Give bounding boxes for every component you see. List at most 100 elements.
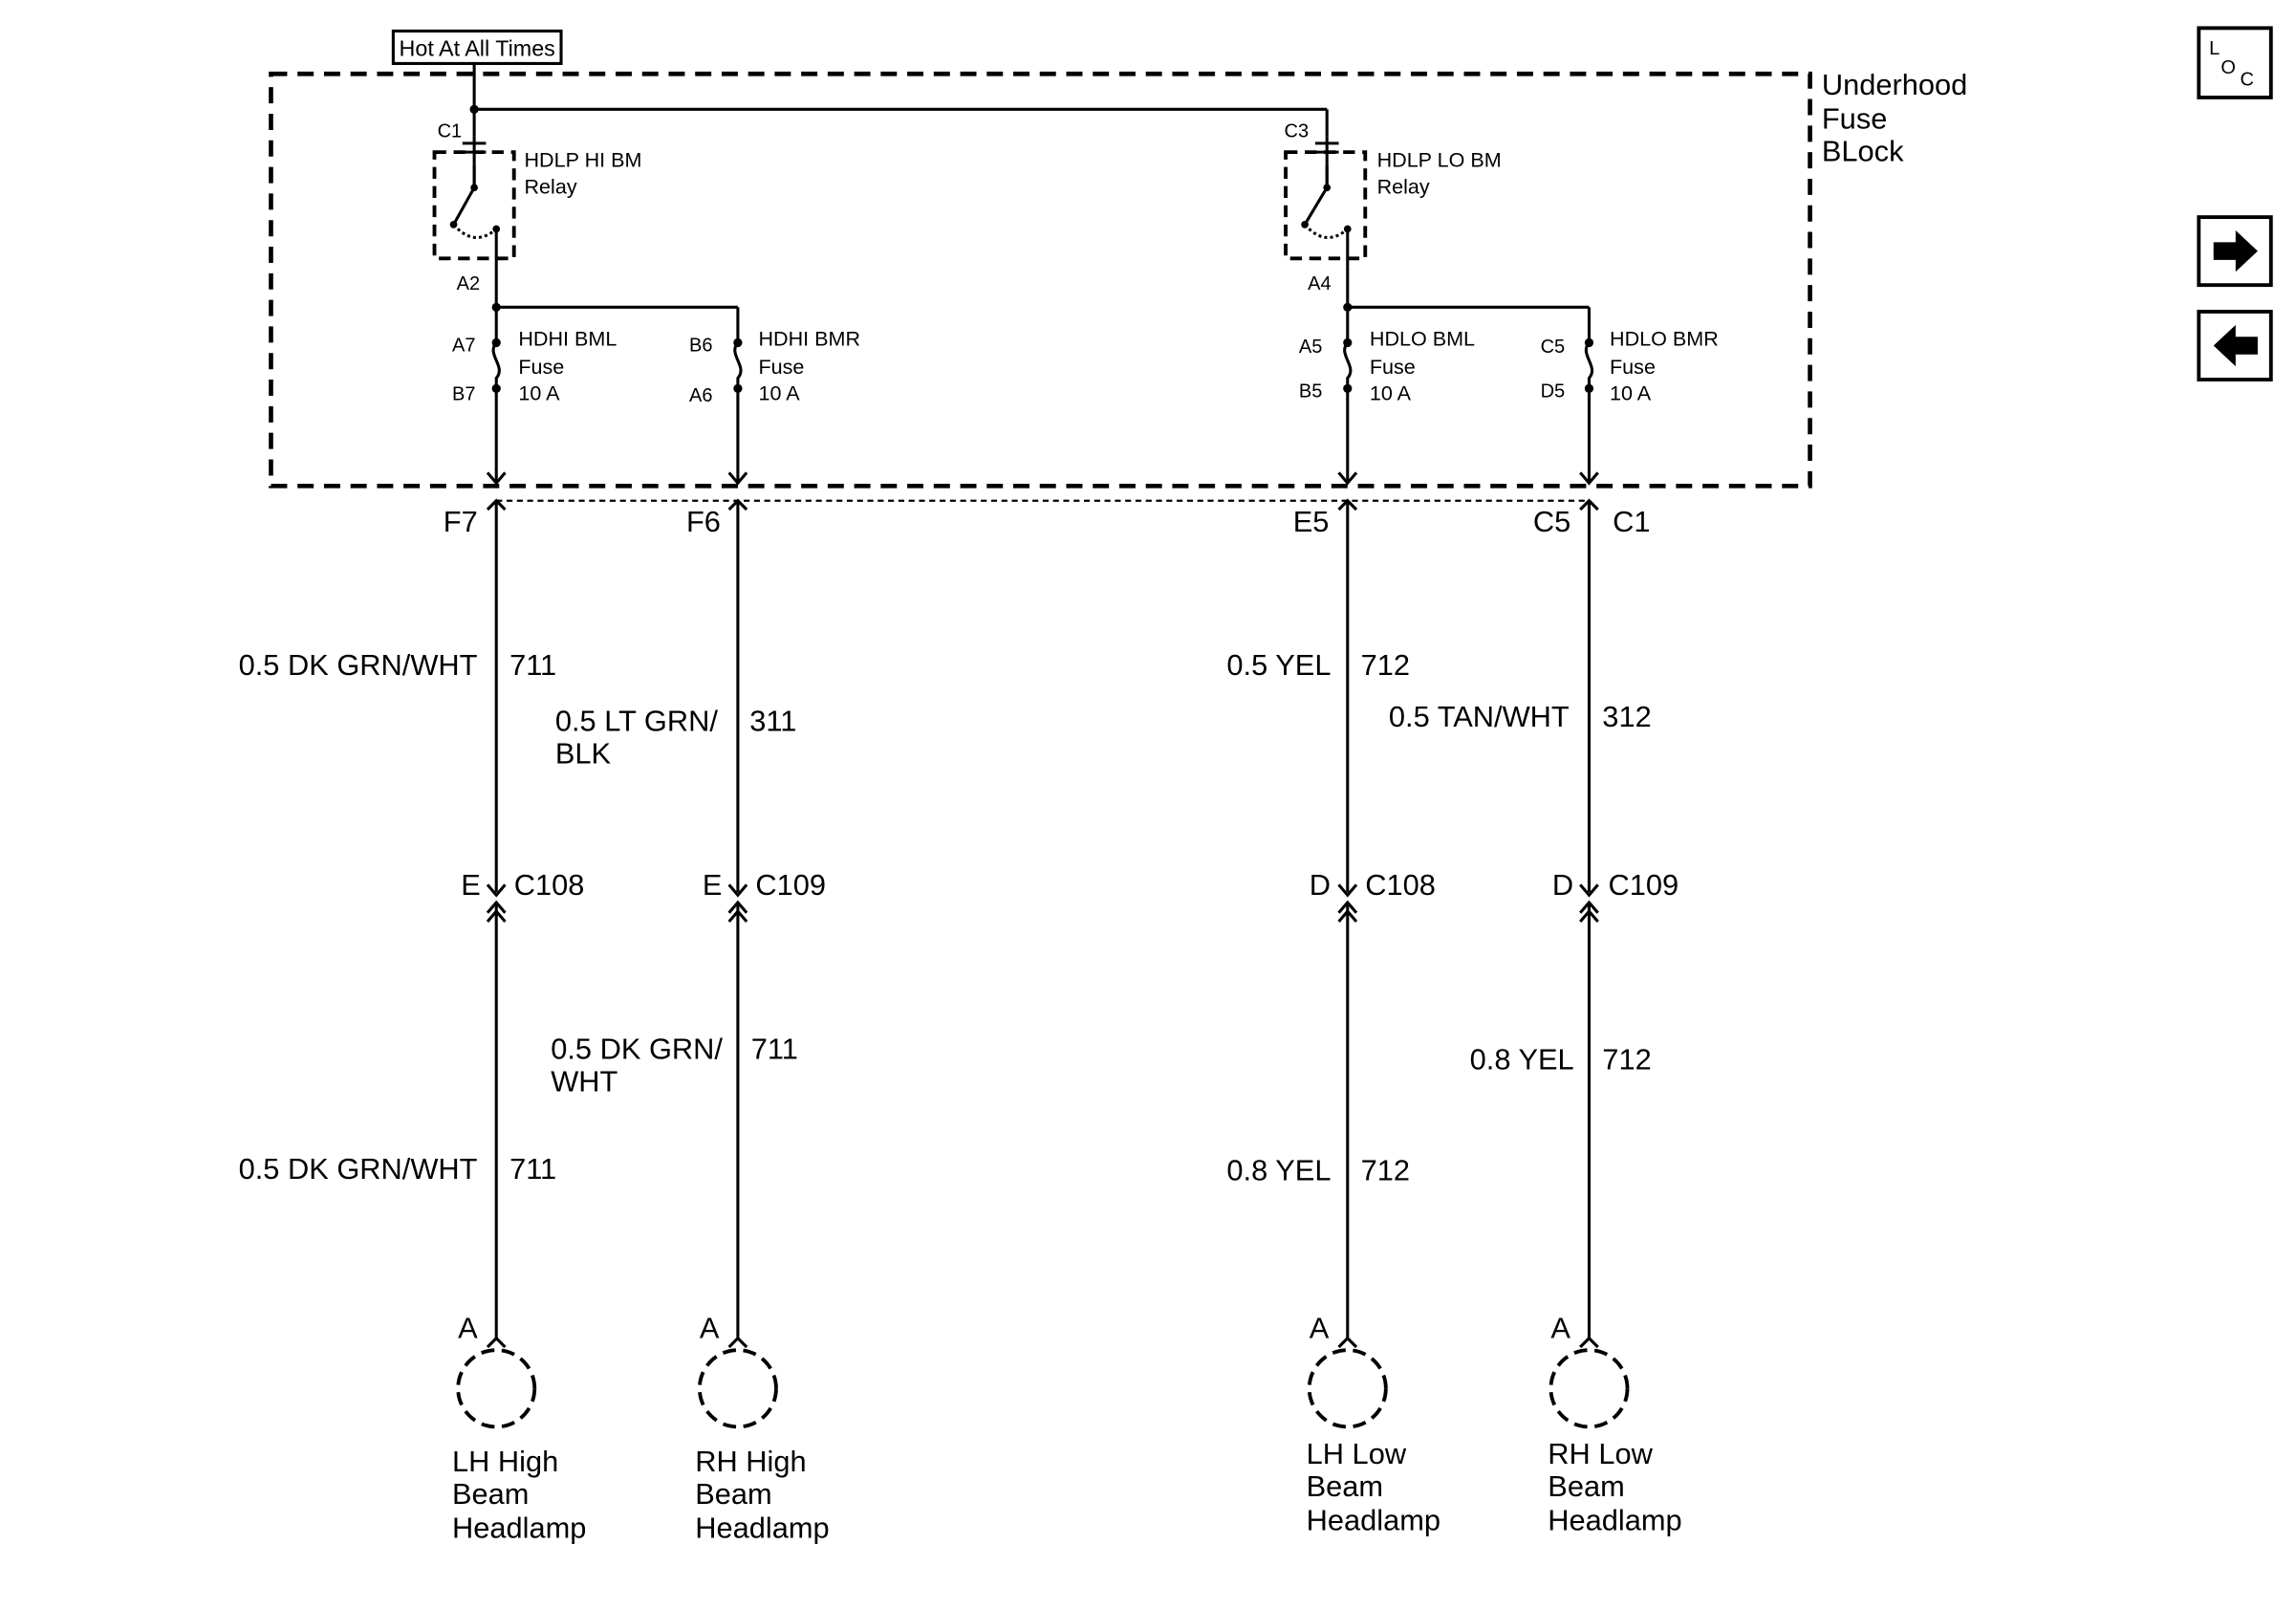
lamp-3-pin: A	[1310, 1312, 1330, 1345]
wire-3-lower-circuit: 712	[1361, 1153, 1410, 1186]
lamp-4-label-2: Beam	[1548, 1469, 1624, 1503]
fuse-hdhi-bmr-pin-bot: A6	[689, 385, 712, 406]
wire-2-lower-color-2: WHT	[551, 1065, 617, 1099]
fuse-hdlo-bmr: C5 D5 HDLO BMR Fuse 10 A	[1541, 326, 1719, 482]
wire-2-upper-circuit: 311	[749, 705, 796, 738]
locator-letter-o: O	[2220, 57, 2236, 78]
fuse-hdlo-bml: A5 B5 HDLO BML Fuse 10 A	[1299, 307, 1475, 482]
wire-1-upper-circuit: 711	[509, 648, 556, 682]
relay-hi-name: HDLP HI BM	[525, 148, 642, 172]
relay-output-wiring	[494, 266, 1591, 343]
fuse-hdhi-bml-pin-top: A7	[452, 336, 475, 357]
wire-2-lower-color-1: 0.5 DK GRN/	[551, 1033, 723, 1066]
lamp-1-label-1: LH High	[452, 1445, 558, 1478]
power-label: Hot At All Times	[400, 36, 555, 61]
locator-button[interactable]: L O C	[2197, 26, 2273, 99]
inline-connector-1-name: C108	[514, 868, 585, 902]
inline-connector-2-pin: E	[703, 868, 723, 902]
fuse-hdlo-bml-pin-top: A5	[1299, 337, 1322, 358]
fuse-hdhi-bmr-rating: 10 A	[758, 381, 800, 405]
lamp-bulbs	[456, 1348, 1630, 1429]
relay-lo-pin-in: C3	[1285, 121, 1310, 142]
fuse-block-label-3: BLock	[1822, 134, 1904, 167]
fuse-hdhi-bmr-name: HDHI BMR	[758, 326, 860, 350]
rh-low-beam-headlamp-symbol	[1549, 1348, 1630, 1429]
lamp-1-label-2: Beam	[452, 1477, 529, 1511]
relay-hi-type: Relay	[525, 174, 577, 198]
fuse-hdhi-bml-name: HDHI BML	[518, 326, 617, 350]
block-connector-name: C1	[1613, 505, 1650, 538]
fuse-hdhi-bml-type: Fuse	[518, 355, 564, 379]
relay-lo: C3 HDLP LO BM Relay A4	[1284, 121, 1502, 294]
fuse-hdlo-bmr-rating: 10 A	[1610, 381, 1652, 405]
block-connector-pin-2: F6	[686, 505, 721, 538]
lh-low-beam-headlamp-symbol	[1307, 1348, 1388, 1429]
fuse-hdlo-bmr-pin-top: C5	[1541, 337, 1566, 358]
block-connector-pin-4: C5	[1533, 505, 1570, 538]
lamp-connector-arrows	[486, 1336, 1599, 1349]
wire-4-lower-circuit: 712	[1602, 1043, 1651, 1077]
inline-connector-4-name: C109	[1608, 868, 1679, 902]
wire-4-lower-color: 0.8 YEL	[1470, 1043, 1574, 1077]
relay-lo-name: HDLP LO BM	[1377, 148, 1502, 172]
lamp-1-label-3: Headlamp	[452, 1511, 586, 1544]
wires	[494, 500, 1591, 1338]
underhood-fuse-block-outline	[269, 71, 1812, 489]
fuse-hdhi-bmr: B6 A6 HDHI BMR Fuse 10 A	[689, 326, 860, 482]
lamp-4-label-1: RH Low	[1548, 1437, 1653, 1470]
inline-connector-3-pin: D	[1310, 868, 1331, 902]
lh-high-beam-headlamp-symbol	[456, 1348, 537, 1429]
right-arrow-icon	[2213, 230, 2258, 272]
lamp-1-pin: A	[458, 1312, 478, 1345]
fuse-block-label-2: Fuse	[1822, 101, 1887, 135]
lamp-4-pin: A	[1550, 1312, 1570, 1345]
fuse-hdhi-bmr-type: Fuse	[758, 355, 804, 379]
fuse-hdhi-bmr-pin-top: B6	[689, 336, 712, 357]
fuse-hdlo-bmr-pin-bot: D5	[1541, 381, 1566, 402]
power-splice	[469, 104, 479, 114]
wire-3-upper-color: 0.5 YEL	[1226, 648, 1331, 682]
relay-lo-type: Relay	[1377, 174, 1430, 198]
wire-1-lower-circuit: 711	[509, 1152, 556, 1186]
wire-4-upper-color: 0.5 TAN/WHT	[1389, 700, 1570, 733]
fuse-block-label-1: Underhood	[1822, 68, 1967, 101]
rh-high-beam-headlamp-symbol	[697, 1348, 778, 1429]
lamp-4-label-3: Headlamp	[1548, 1504, 1681, 1537]
relay-hi-pin-in: C1	[438, 121, 463, 142]
wire-4-upper-circuit: 312	[1602, 700, 1651, 733]
block-connector-pin-3: E5	[1293, 505, 1330, 538]
locator-letter-c: C	[2240, 70, 2253, 91]
lamp-3-label-2: Beam	[1307, 1469, 1383, 1503]
wire-2-upper-color-1: 0.5 LT GRN/	[555, 705, 718, 738]
next-page-button[interactable]	[2197, 215, 2273, 288]
wire-1-upper-color: 0.5 DK GRN/WHT	[239, 648, 478, 682]
fuse-hdlo-bml-type: Fuse	[1370, 355, 1416, 379]
inline-connector-4-pin: D	[1552, 868, 1573, 902]
inline-connector-2-name: C109	[755, 868, 826, 902]
wire-1-lower-color: 0.5 DK GRN/WHT	[239, 1152, 478, 1186]
inline-connector-arrows	[486, 883, 1599, 924]
wire-3-lower-color: 0.8 YEL	[1226, 1153, 1331, 1186]
previous-page-button[interactable]	[2197, 310, 2273, 381]
block-connector-arrows	[486, 471, 1599, 511]
power-label-box	[391, 29, 563, 65]
wire-2-lower-circuit: 711	[751, 1033, 798, 1066]
wire-2-upper-color-2: BLK	[555, 737, 612, 771]
block-connector-pin-1: F7	[444, 505, 478, 538]
fuse-hdlo-bml-name: HDLO BML	[1370, 326, 1475, 350]
wire-3-upper-circuit: 712	[1361, 648, 1410, 682]
fuse-hdhi-bml-pin-bot: B7	[452, 384, 475, 405]
fuse-hdhi-bml: A7 B7 HDHI BML Fuse 10 A	[452, 307, 617, 482]
lamp-3-label-3: Headlamp	[1307, 1504, 1440, 1537]
fuse-hdlo-bmr-name: HDLO BMR	[1610, 326, 1719, 350]
relay-hi-pin-out: A2	[457, 273, 480, 294]
fuse-hdlo-bml-pin-bot: B5	[1299, 381, 1322, 402]
relay-lo-pin-out: A4	[1308, 273, 1331, 294]
lamp-2-label-3: Headlamp	[695, 1511, 829, 1544]
fuse-hdlo-bml-rating: 10 A	[1370, 381, 1412, 405]
inline-connector-3-name: C108	[1365, 868, 1436, 902]
lamp-3-label-1: LH Low	[1307, 1437, 1407, 1470]
lamp-2-label-2: Beam	[695, 1477, 771, 1511]
fuse-hdlo-bmr-type: Fuse	[1610, 355, 1656, 379]
inline-connector-1-pin: E	[461, 868, 481, 902]
